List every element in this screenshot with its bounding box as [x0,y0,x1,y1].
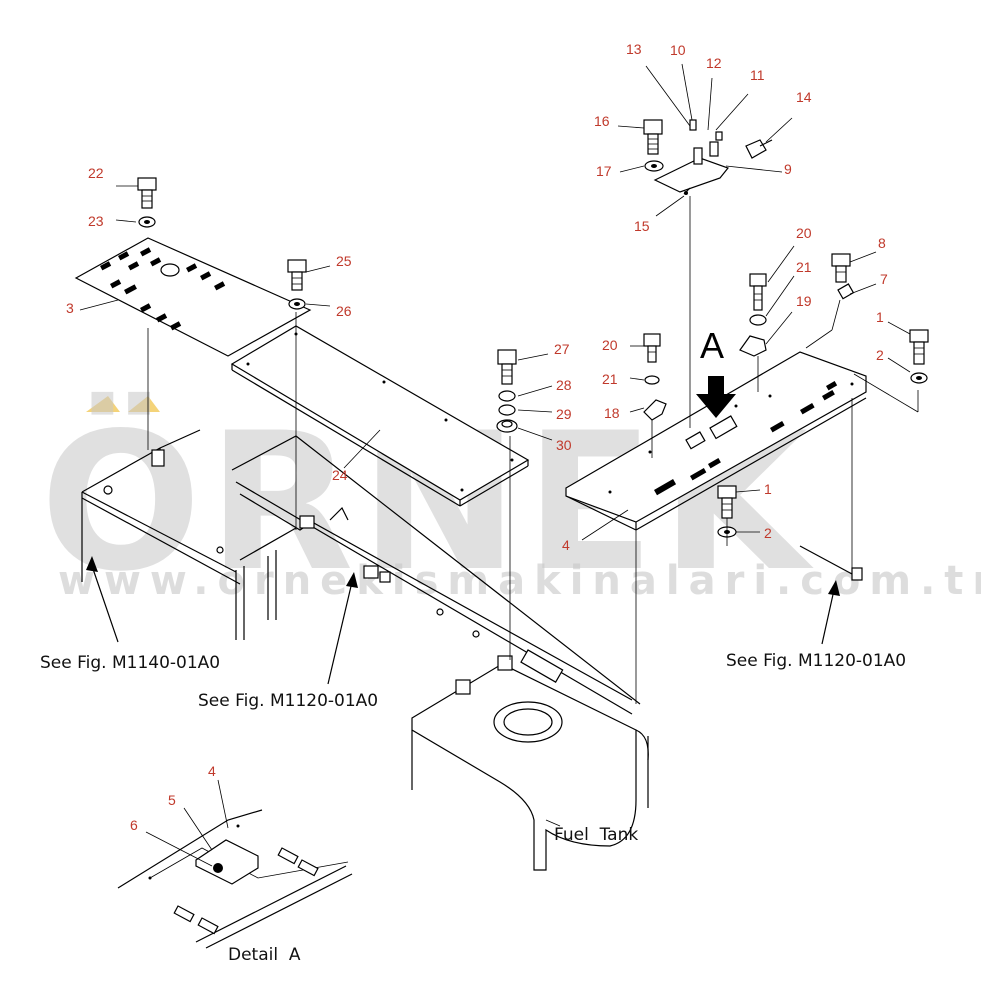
bolt-1a-group [909,329,929,384]
bolt-25-head [287,259,307,273]
washer-29 [498,404,516,416]
callout-18: 18 [604,405,620,421]
callout-24: 24 [332,467,348,483]
callout-22: 22 [88,165,104,181]
bolt-20a-group [739,273,767,357]
callout-21a: 21 [796,259,812,275]
bolt-8-group [831,253,855,300]
view-marker-a: A [700,325,724,366]
view-arrow-a: A [696,325,736,418]
fuel-tank-cap [503,708,553,736]
bolt-1a-head [909,329,929,343]
callout-23: 23 [88,213,104,229]
clip-18 [643,399,667,421]
bolt-14 [745,139,767,159]
fuel-tank-body [411,663,637,871]
hinge-assembly [643,119,773,195]
callout-5: 5 [168,792,176,808]
washer-21b [644,375,660,385]
bolt-27-group [496,349,518,433]
callout-6: 6 [130,817,138,833]
bracket-7 [837,283,855,300]
bolt-8-head [831,253,851,267]
watermark-accent-left [86,396,120,412]
detail-a-plate-5 [195,839,259,885]
callout-19: 19 [796,293,812,309]
detail-a-drawing [117,809,353,949]
callout-1a: 1 [876,309,884,325]
callout-21b: 21 [602,371,618,387]
callout-25: 25 [336,253,352,269]
callout-4a: 4 [562,537,570,553]
fuel-tank [411,655,649,871]
callout-13: 13 [626,41,642,57]
watermark-url: www.ornekismakinalari.com.tr [58,558,981,604]
bolt-20b-group [643,333,667,421]
callout-11: 11 [750,67,765,83]
callouts: 13 10 12 11 14 16 17 9 15 20 8 21 7 19 1… [66,41,888,833]
callout-20b: 20 [602,337,618,353]
callout-7: 7 [880,271,888,287]
caption-see-fig-m1120-center: See Fig. M1120-01A0 [198,691,378,711]
cover-4 [565,351,867,531]
callout-20a: 20 [796,225,812,241]
callout-9: 9 [784,161,792,177]
bolt-22-group [137,177,157,228]
callout-27: 27 [554,341,570,357]
caption-see-fig-m1140: See Fig. M1140-01A0 [40,653,220,673]
leader-lines [79,63,919,867]
callout-29: 29 [556,406,572,422]
caption-see-fig-m1120-right: See Fig. M1120-01A0 [726,651,906,671]
caption-fuel-tank: Fuel Tank [554,825,638,845]
washer-21a [749,314,767,326]
cover-24 [230,325,530,507]
arrow-down-icon [696,376,736,418]
callout-15: 15 [634,218,650,234]
detail-a-bolt-6 [213,863,223,873]
callout-2b: 2 [764,525,772,541]
clip-19 [739,335,767,357]
callout-16: 16 [594,113,610,129]
watermark-accent-right [128,396,160,412]
callout-26: 26 [336,303,352,319]
bolt-20a-head [749,273,767,287]
caption-detail-a: Detail A [228,945,301,965]
callout-30: 30 [556,437,572,453]
cover-4-cutouts [608,381,854,496]
panel-3 [74,237,312,357]
bolt-22-shank [141,189,153,209]
bolt-25-shank [291,271,303,291]
callout-1b: 1 [764,481,772,497]
callout-4b: 4 [208,763,216,779]
hinge-plate-9 [653,157,729,193]
bolt-20b-head [643,333,661,347]
callout-3: 3 [66,300,74,316]
callout-14: 14 [796,89,812,105]
callout-17: 17 [596,163,612,179]
bolt-27-shank [501,363,513,385]
frame [81,398,863,715]
bolt-27-head [497,349,517,365]
callout-8: 8 [878,235,886,251]
panel-3-cutouts [100,247,226,331]
bolt-1b-head [717,485,737,499]
bolt-22-head [137,177,157,191]
callout-12: 12 [706,55,722,71]
callout-28: 28 [556,377,572,393]
callout-10: 10 [670,42,686,58]
bolt-25-group [287,259,307,310]
captions: See Fig. M1140-01A0 See Fig. M1120-01A0 … [40,651,906,965]
bolt-16-head [643,119,663,135]
callout-2a: 2 [876,347,884,363]
washer-28 [498,390,516,402]
